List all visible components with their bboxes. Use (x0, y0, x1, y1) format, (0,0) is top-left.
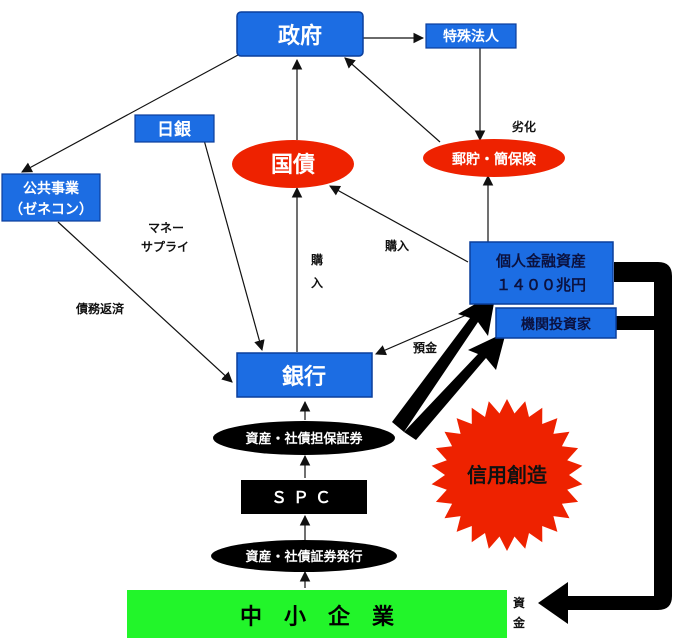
node-special-corp: 特殊法人 (425, 23, 517, 49)
edge-labels: マネー サプライ 債務返済 購 入 購入 預金 資 金 (75, 221, 526, 630)
deposit-label: 預金 (413, 340, 438, 355)
node-sme: 中 小 企 業 (127, 590, 507, 638)
deterioration-label: 劣化 (512, 119, 536, 134)
abs-collateral-label: 資産・社債担保証券 (245, 431, 363, 447)
thin-arrows (21, 32, 494, 588)
arrow-public-works-to-bank (57, 221, 233, 383)
jgb-label: 国債 (271, 153, 315, 178)
personal-assets-label-2: １４００兆円 (496, 276, 586, 294)
arrow-gov-to-public-works (21, 54, 239, 173)
node-public-works: 公共事業 （ゼネコン） (1, 173, 101, 222)
purchase-right-label: 購入 (384, 238, 409, 253)
node-bank: 銀行 (236, 352, 373, 398)
personal-assets-label-1: 個人金融資産 (495, 252, 586, 270)
credit-creation-burst: 信用創造 (431, 399, 583, 551)
funds-label-1: 資 (513, 595, 525, 610)
funds-label-2: 金 (512, 615, 526, 630)
institutional-label: 機関投資家 (521, 316, 592, 333)
arrow-assets-to-bank (375, 309, 479, 356)
special-corp-label: 特殊法人 (443, 28, 500, 45)
purchase-label-1: 購 (310, 252, 323, 267)
arrow-boj-to-bank (203, 139, 265, 352)
public-works-label-2: （ゼネコン） (9, 201, 93, 218)
thick-arrow-to-assets (392, 292, 496, 432)
arrow-postal-to-gov (344, 57, 441, 143)
spc-label: ＳＰＣ (271, 488, 337, 507)
thick-arrows (392, 262, 672, 624)
node-jgb: 国債 (232, 140, 354, 188)
government-label: 政府 (278, 23, 322, 49)
thick-arrow-to-institutional (404, 332, 506, 440)
node-personal-assets: 個人金融資産 １４００兆円 (469, 241, 614, 305)
money-supply-label-1: マネー (148, 221, 184, 235)
credit-creation-label: 信用創造 (467, 463, 548, 487)
thick-arrow-funds-return (538, 262, 672, 624)
node-boj: 日銀 (134, 114, 215, 143)
public-works-label-1: 公共事業 (23, 180, 80, 197)
boj-label: 日銀 (157, 119, 191, 140)
money-supply-label-2: サプライ (141, 239, 189, 254)
debt-repayment-label: 債務返済 (75, 301, 125, 316)
thick-arrow-institutional-link (614, 316, 664, 330)
arrow-assets-to-jgb (329, 185, 469, 263)
node-abs-collateral: 資産・社債担保証券 (213, 421, 395, 455)
sme-label: 中 小 企 業 (240, 604, 395, 630)
node-spc: ＳＰＣ (241, 480, 367, 514)
abs-issue-label: 資産・社債証券発行 (245, 549, 362, 565)
purchase-label-2: 入 (311, 276, 323, 290)
bank-label: 銀行 (282, 364, 326, 390)
postal-label: 郵貯・簡保険 (452, 151, 537, 168)
node-government: 政府 (236, 11, 364, 57)
node-abs-issue: 資産・社債証券発行 (211, 540, 397, 572)
node-institutional: 機関投資家 (495, 307, 617, 339)
node-postal: 郵貯・簡保険 (423, 139, 565, 177)
